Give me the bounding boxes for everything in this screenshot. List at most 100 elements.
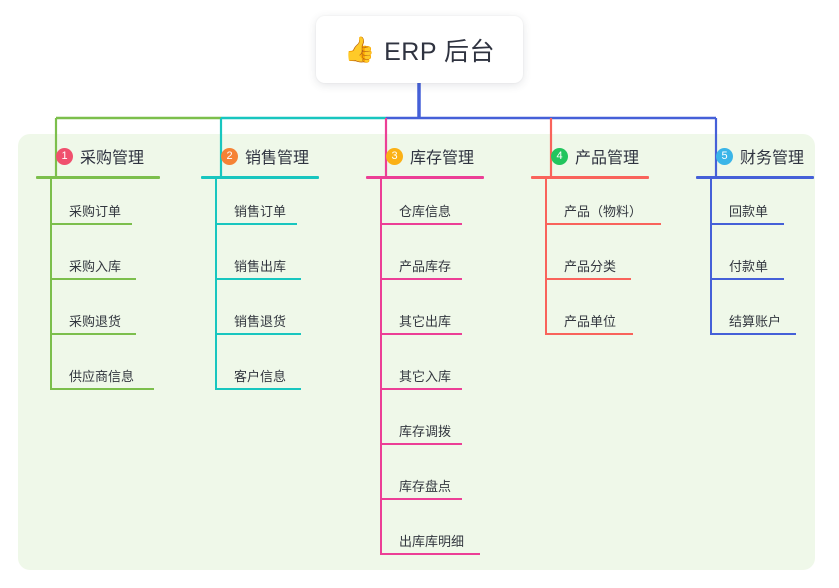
tree-item[interactable]: 销售退货 [201,288,309,343]
tree-item-label: 付款单 [729,259,769,274]
column-title: 库存管理 [410,150,475,167]
tree-item[interactable]: 其它出库 [366,288,474,343]
tree-item-label: 销售出库 [234,259,287,274]
column-index-badge: 2 [221,147,238,165]
column-header-采购管理[interactable]: 1 采购管理 [36,144,144,168]
tree-item[interactable]: 销售订单 [201,178,309,233]
column-index-badge: 1 [56,147,73,165]
column-产品管理: 4 产品管理产品（物料） 产品分类产品单位 [531,144,661,343]
column-header-rule [36,176,160,179]
tree-item[interactable]: 仓库信息 [366,178,474,233]
tree-item[interactable]: 供应商信息 [36,343,154,398]
column-items: 产品（物料） 产品分类产品单位 [531,178,661,343]
tree-item-rule [50,223,132,225]
column-header-rule [366,176,484,179]
root-node-erp-backend[interactable]: 👍 ERP 后台 [316,16,523,83]
tree-item-label: 回款单 [729,204,769,219]
tree-item-label: 产品分类 [564,259,617,274]
column-销售管理: 2 销售管理销售订单销售出库销售退货客户信息 [201,144,319,398]
tree-item-rule [50,388,154,390]
tree-item-label: 采购入库 [69,259,122,274]
tree-item[interactable]: 库存盘点 [366,453,474,508]
tree-item-rule [215,333,301,335]
tree-item-rule [380,223,462,225]
tree-item[interactable]: 回款单 [696,178,804,233]
column-库存管理: 3 库存管理仓库信息产品库存其它出库其它入库库存调拨库存盘点出库库明细 [366,144,484,563]
column-index-badge: 3 [386,147,403,165]
column-header-库存管理[interactable]: 3 库存管理 [366,144,474,168]
tree-item[interactable]: 其它入库 [366,343,474,398]
tree-item-label: 产品（物料） [564,204,643,219]
tree-item-rule [50,333,136,335]
column-items: 仓库信息产品库存其它出库其它入库库存调拨库存盘点出库库明细 [366,178,480,563]
tree-item-rule [215,223,297,225]
column-title: 产品管理 [575,150,640,167]
column-header-销售管理[interactable]: 2 销售管理 [201,144,309,168]
tree-item-rule [215,388,301,390]
tree-item-rule [380,443,462,445]
tree-item-rule [710,333,796,335]
tree-item[interactable]: 结算账户 [696,288,804,343]
column-items: 采购订单采购入库采购退货供应商信息 [36,178,154,398]
tree-item-label: 仓库信息 [399,204,452,219]
tree-item-rule [50,278,136,280]
tree-item-rule [545,278,631,280]
column-items: 回款单付款单结算账户 [696,178,804,343]
column-spine [380,178,382,555]
column-spine [50,178,52,390]
tree-item[interactable]: 产品库存 [366,233,474,288]
column-index-badge: 4 [551,147,568,165]
tree-item[interactable]: 客户信息 [201,343,309,398]
column-header-rule [201,176,319,179]
column-header-rule [696,176,814,179]
tree-item-label: 其它出库 [399,314,452,329]
tree-item-rule [215,278,301,280]
column-spine [710,178,712,335]
tree-item-label: 销售订单 [234,204,287,219]
tree-item[interactable]: 采购退货 [36,288,144,343]
column-spine [545,178,547,335]
tree-item-label: 供应商信息 [69,369,135,384]
column-财务管理: 5 财务管理回款单付款单结算账户 [696,144,814,343]
column-采购管理: 1 采购管理采购订单采购入库采购退货供应商信息 [36,144,160,398]
tree-item[interactable]: 产品单位 [531,288,639,343]
column-header-财务管理[interactable]: 5 财务管理 [696,144,804,168]
tree-item-label: 产品单位 [564,314,617,329]
tree-item-label: 库存盘点 [399,479,452,494]
tree-item-rule [545,223,661,225]
tree-item[interactable]: 产品分类 [531,233,639,288]
tree-item[interactable]: 出库库明细 [366,508,480,563]
tree-item[interactable]: 销售出库 [201,233,309,288]
column-title: 销售管理 [245,150,310,167]
tree-item-label: 其它入库 [399,369,452,384]
column-title: 采购管理 [80,150,145,167]
tree-item-label: 库存调拨 [399,424,452,439]
thumbs-up-icon: 👍 [343,35,376,64]
tree-item-rule [545,333,633,335]
column-header-rule [531,176,649,179]
tree-item-label: 销售退货 [234,314,287,329]
column-title: 财务管理 [740,150,805,167]
tree-item[interactable]: 采购入库 [36,233,144,288]
root-node-title: ERP 后台 [384,37,496,66]
tree-item-label: 产品库存 [399,259,452,274]
tree-item[interactable]: 付款单 [696,233,804,288]
tree-item-label: 结算账户 [729,314,782,329]
tree-item-label: 客户信息 [234,369,287,384]
tree-item-rule [380,278,462,280]
tree-item[interactable]: 采购订单 [36,178,144,233]
tree-item-rule [380,553,480,555]
tree-item-rule [380,333,462,335]
tree-item[interactable]: 产品（物料） [531,178,661,233]
column-index-badge: 5 [716,147,733,165]
tree-item-rule [710,278,784,280]
tree-item-label: 出库库明细 [399,534,465,549]
column-header-产品管理[interactable]: 4 产品管理 [531,144,639,168]
tree-item-label: 采购订单 [69,204,122,219]
column-spine [215,178,217,390]
column-items: 销售订单销售出库销售退货客户信息 [201,178,309,398]
tree-item-rule [380,388,462,390]
tree-item[interactable]: 库存调拨 [366,398,474,453]
tree-item-rule [380,498,462,500]
